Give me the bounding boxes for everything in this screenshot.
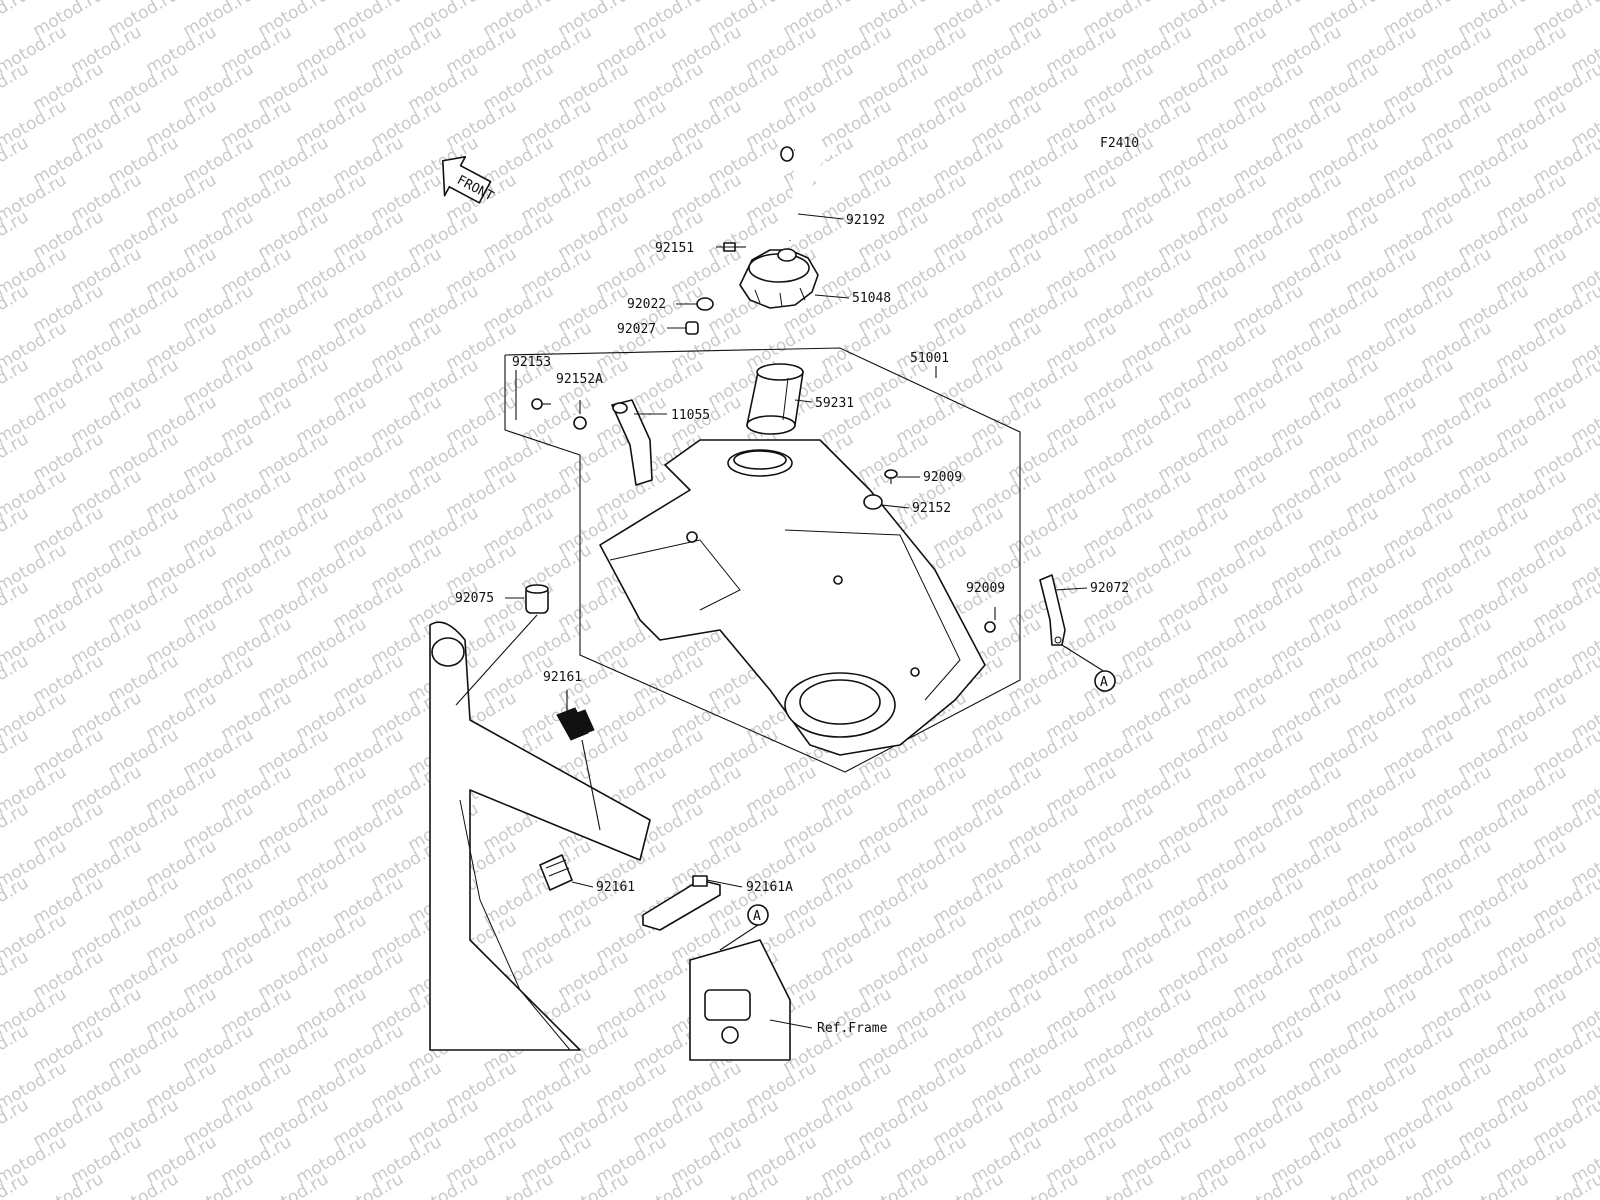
part-92161a-label: 92161A <box>746 880 793 895</box>
view-marker-a-right: A <box>1094 670 1116 692</box>
washer-92152 <box>863 494 883 510</box>
frame <box>429 621 791 1061</box>
bolt-92153 <box>531 398 551 410</box>
part-92153-label: 92153 <box>512 355 551 370</box>
breather-hose <box>780 146 837 242</box>
pad-92161-upper <box>556 707 595 741</box>
part-92161-upper-label: 92161 <box>543 670 582 685</box>
fuel-cap <box>739 248 819 309</box>
part-labels: 92192 92151 51048 92022 92027 51001 9215… <box>455 213 1129 1036</box>
bolt-92009-upper <box>884 469 898 484</box>
part-92192-label: 92192 <box>846 213 885 228</box>
part-11055-label: 11055 <box>671 408 710 423</box>
fuel-tank <box>599 439 986 756</box>
part-92161-lower-label: 92161 <box>596 880 635 895</box>
part-92022-label: 92022 <box>627 297 666 312</box>
watermark-text: motod.ru <box>1530 1169 1600 1200</box>
fuel-strainer <box>746 363 804 435</box>
collar-92027 <box>685 321 699 335</box>
part-92151-label: 92151 <box>655 241 694 256</box>
damper-92075 <box>525 584 549 614</box>
part-92009-right-label: 92009 <box>966 581 1005 596</box>
bolt-92009-right <box>984 621 996 633</box>
damper-92152A <box>573 416 587 430</box>
figure-code: F2410 <box>1100 136 1139 151</box>
watermark-text: motod.ru <box>0 0 32 41</box>
svg-text:A: A <box>1100 675 1108 690</box>
part-51048-label: 51048 <box>852 291 891 306</box>
part-92009-upper-label: 92009 <box>923 470 962 485</box>
assembly-outline <box>504 347 1021 773</box>
front-arrow-icon: FRONT <box>441 156 496 205</box>
pad-92161-lower <box>539 854 573 891</box>
part-92072-label: 92072 <box>1090 581 1129 596</box>
view-marker-a-lower: A <box>747 904 769 926</box>
part-92075-label: 92075 <box>455 591 494 606</box>
part-92027-label: 92027 <box>617 322 656 337</box>
svg-text:A: A <box>753 909 761 924</box>
pad-92161A <box>642 875 721 931</box>
ref-frame-label: Ref.Frame <box>817 1021 888 1036</box>
washer-92022 <box>696 297 714 311</box>
part-92152-label: 92152 <box>912 501 951 516</box>
part-59231-label: 59231 <box>815 396 854 411</box>
leader-lines <box>455 213 1106 1029</box>
part-92152a-label: 92152A <box>556 372 603 387</box>
tank-bracket <box>611 399 653 486</box>
part-51001-label: 51001 <box>910 351 949 366</box>
